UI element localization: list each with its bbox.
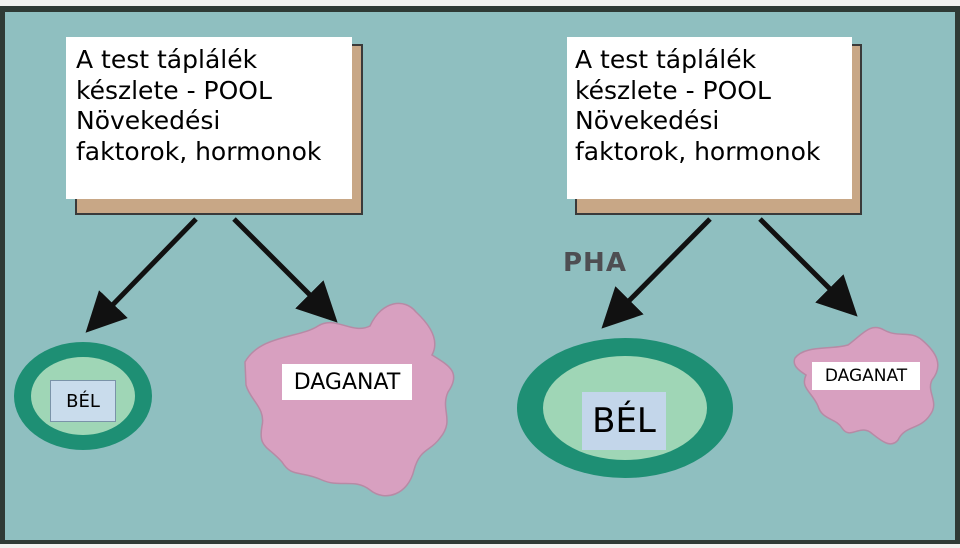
pool-line: Növekedési <box>76 106 221 135</box>
arrow-left-to-daganat <box>232 217 338 323</box>
pool-label-left: A test táplálék készlete - POOL Növekedé… <box>66 37 352 199</box>
pool-line: A test táplálék <box>575 45 757 74</box>
pool-label-right: A test táplálék készlete - POOL Növekedé… <box>567 37 852 199</box>
arrow-left-to-bel <box>85 217 198 333</box>
pool-line: készlete - POOL <box>575 75 771 105</box>
pool-line: Növekedési <box>575 106 720 135</box>
daganat-label-left: DAGANAT <box>282 364 412 400</box>
pool-line: faktorok, hormonok <box>575 136 821 166</box>
pool-line: készlete - POOL <box>76 75 272 105</box>
bel-label-right: BÉL <box>582 392 666 450</box>
bel-label-left: BÉL <box>50 380 116 422</box>
arrow-right-to-daganat <box>758 217 858 317</box>
arrow-right-to-bel <box>601 217 712 329</box>
pool-line: A test táplálék <box>76 45 258 74</box>
pha-label: PHA <box>563 248 627 278</box>
daganat-label-right: DAGANAT <box>812 362 920 390</box>
pool-line: faktorok, hormonok <box>76 136 322 166</box>
